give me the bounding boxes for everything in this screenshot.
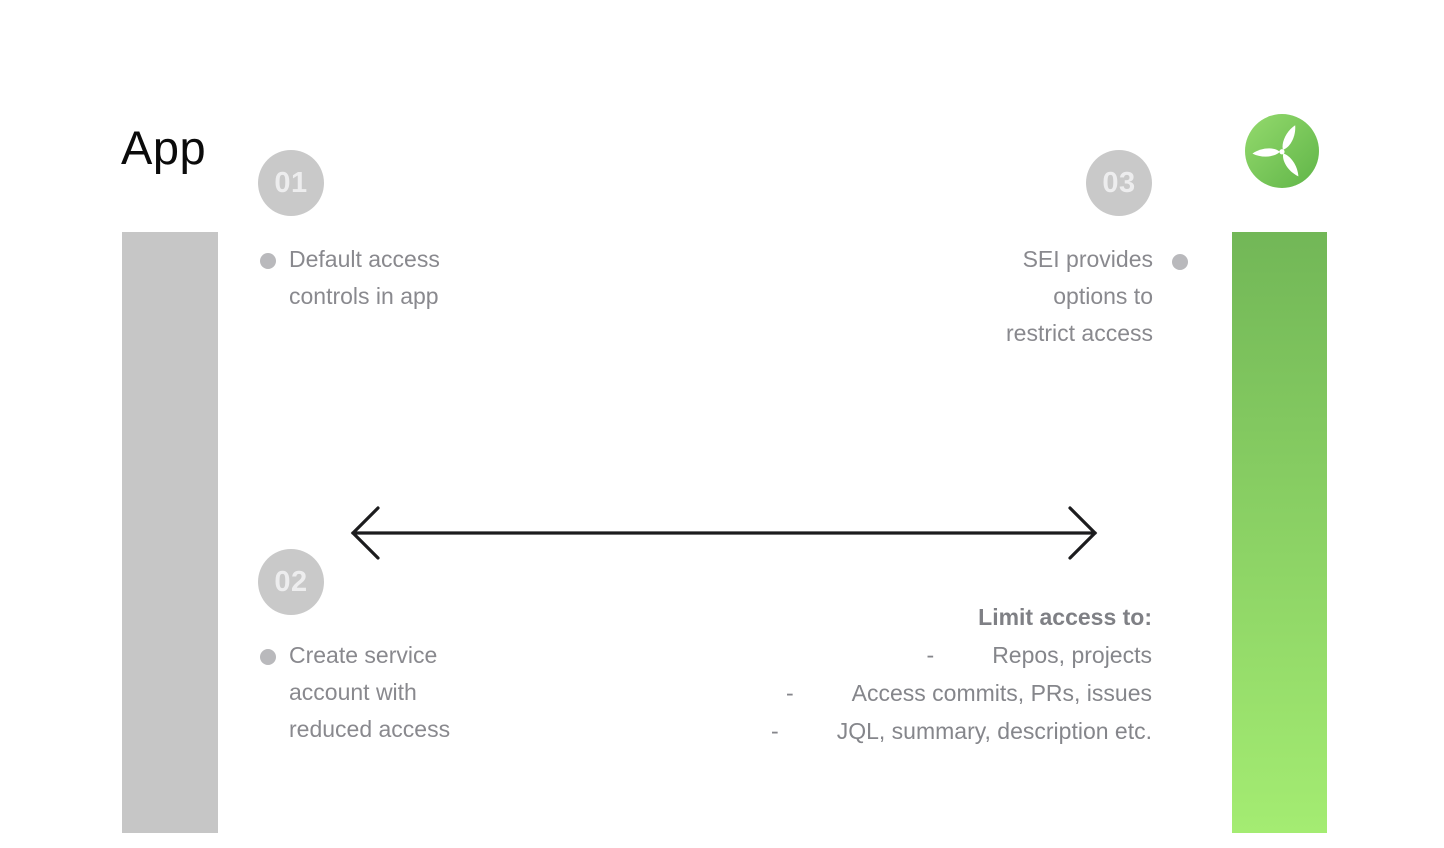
list-item-text: Repos, projects xyxy=(992,642,1152,668)
step-number-label: 02 xyxy=(274,565,308,598)
step-1-line-1: Default access xyxy=(289,246,440,272)
step-number-badge-01: 01 xyxy=(258,150,324,216)
right-green-bar xyxy=(1232,232,1327,833)
step-1-line-2: controls in app xyxy=(289,283,439,309)
list-item: - Repos, projects xyxy=(771,636,1152,674)
step-number-badge-03: 03 xyxy=(1086,150,1152,216)
page-title: App xyxy=(121,121,207,174)
step-number-badge-02: 02 xyxy=(258,549,324,615)
propeller-logo-icon xyxy=(1245,114,1319,188)
step-2-line-3: reduced access xyxy=(289,716,451,742)
bullet-icon xyxy=(260,649,276,665)
list-item-dash: - xyxy=(785,680,794,706)
list-item: - Access commits, PRs, issues xyxy=(771,674,1152,712)
list-item: - JQL, summary, description etc. xyxy=(771,712,1152,750)
list-item-dash: - xyxy=(926,642,935,668)
step-3-line-2: options to xyxy=(1053,283,1153,309)
limit-access-list: Limit access to: - Repos, projects - Acc… xyxy=(771,598,1152,750)
step-1-description: Default access controls in app xyxy=(289,241,440,315)
step-number-label: 01 xyxy=(274,166,308,199)
step-2-description: Create service account with reduced acce… xyxy=(289,637,450,748)
list-item-text: JQL, summary, description etc. xyxy=(836,718,1152,744)
step-number-label: 03 xyxy=(1102,166,1136,199)
step-3-line-3: restrict access xyxy=(1006,320,1153,346)
step-2-line-1: Create service xyxy=(289,642,438,668)
bullet-icon xyxy=(1172,254,1188,270)
list-item-text: Access commits, PRs, issues xyxy=(851,680,1152,706)
step-3-description: SEI provides options to restrict access xyxy=(1006,241,1153,352)
double-headed-arrow-icon xyxy=(350,506,1098,560)
bullet-icon xyxy=(260,253,276,269)
step-2-line-2: account with xyxy=(289,679,417,705)
step-3-line-1: SEI provides xyxy=(1022,246,1153,272)
left-gray-bar xyxy=(122,232,218,833)
list-item-dash: - xyxy=(771,718,779,744)
limit-access-heading: Limit access to: xyxy=(978,604,1152,630)
